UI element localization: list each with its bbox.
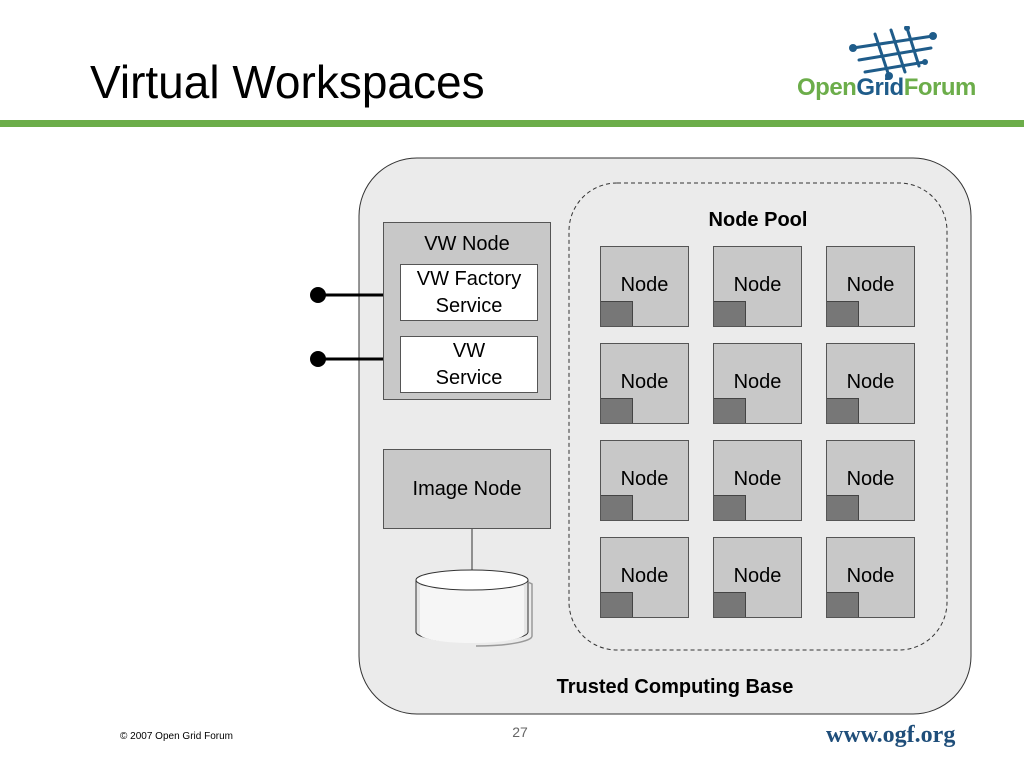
pool-node: Node — [826, 537, 915, 618]
vw-node-box: VW Node VW Factory Service VW Service — [383, 222, 551, 400]
node-vm-slot-icon — [601, 301, 633, 326]
node-pool-label: Node Pool — [708, 209, 808, 231]
node-vm-slot-icon — [714, 495, 746, 520]
pool-node: Node — [713, 440, 802, 521]
node-vm-slot-icon — [714, 301, 746, 326]
vw-factory-service-line2: Service — [435, 295, 503, 317]
pool-node: Node — [600, 537, 689, 618]
logo-text-open: Open — [797, 74, 857, 101]
logo-text-grid: Grid — [856, 74, 904, 101]
footer-url: www.ogf.org — [826, 722, 956, 748]
node-vm-slot-icon — [827, 495, 859, 520]
node-vm-slot-icon — [827, 592, 859, 617]
pool-node: Node — [600, 343, 689, 424]
header-divider — [0, 120, 1024, 127]
logo-text: OpenGridForum — [797, 74, 976, 102]
image-node-label: Image Node — [412, 477, 522, 500]
pool-node-label: Node — [846, 468, 895, 490]
pool-node-label: Node — [733, 274, 782, 296]
pool-node-label: Node — [733, 565, 782, 587]
node-vm-slot-icon — [714, 398, 746, 423]
pool-node-label: Node — [733, 371, 782, 393]
vw-factory-service-box: VW Factory Service — [400, 264, 538, 321]
vw-factory-service-line1: VW Factory — [416, 268, 522, 290]
pool-node-label: Node — [620, 565, 669, 587]
pool-node-label: Node — [620, 468, 669, 490]
pool-node: Node — [600, 246, 689, 327]
logo-text-forum: Forum — [903, 74, 977, 101]
pool-node-label: Node — [733, 468, 782, 490]
vw-service-line2: Service — [435, 367, 503, 389]
pool-node: Node — [713, 537, 802, 618]
pool-node: Node — [713, 343, 802, 424]
node-vm-slot-icon — [601, 495, 633, 520]
node-pool-region — [568, 182, 948, 651]
pool-node-label: Node — [846, 371, 895, 393]
pool-node: Node — [713, 246, 802, 327]
pool-node: Node — [600, 440, 689, 521]
pool-node-label: Node — [846, 274, 895, 296]
vw-node-label: VW Node — [424, 233, 510, 255]
vw-service-box: VW Service — [400, 336, 538, 393]
image-node-box: Image Node — [383, 449, 551, 529]
slide-title: Virtual Workspaces — [90, 56, 485, 108]
grid-mesh-icon — [849, 26, 937, 80]
factory-service-endpoint-icon — [310, 287, 326, 303]
node-vm-slot-icon — [601, 592, 633, 617]
image-repository-database-icon — [415, 569, 533, 647]
page-number: 27 — [512, 724, 528, 740]
pool-node: Node — [826, 246, 915, 327]
node-vm-slot-icon — [601, 398, 633, 423]
pool-node-label: Node — [846, 565, 895, 587]
node-vm-slot-icon — [714, 592, 746, 617]
ogf-logo: OpenGridForum — [795, 26, 985, 108]
trusted-computing-base-label: Trusted Computing Base — [556, 676, 794, 698]
vw-service-line1: VW — [452, 340, 486, 362]
node-vm-slot-icon — [827, 398, 859, 423]
pool-node-label: Node — [620, 371, 669, 393]
footer-copyright: © 2007 Open Grid Forum — [120, 731, 233, 742]
pool-node: Node — [826, 440, 915, 521]
node-vm-slot-icon — [827, 301, 859, 326]
pool-node-label: Node — [620, 274, 669, 296]
vw-service-endpoint-icon — [310, 351, 326, 367]
pool-node: Node — [826, 343, 915, 424]
